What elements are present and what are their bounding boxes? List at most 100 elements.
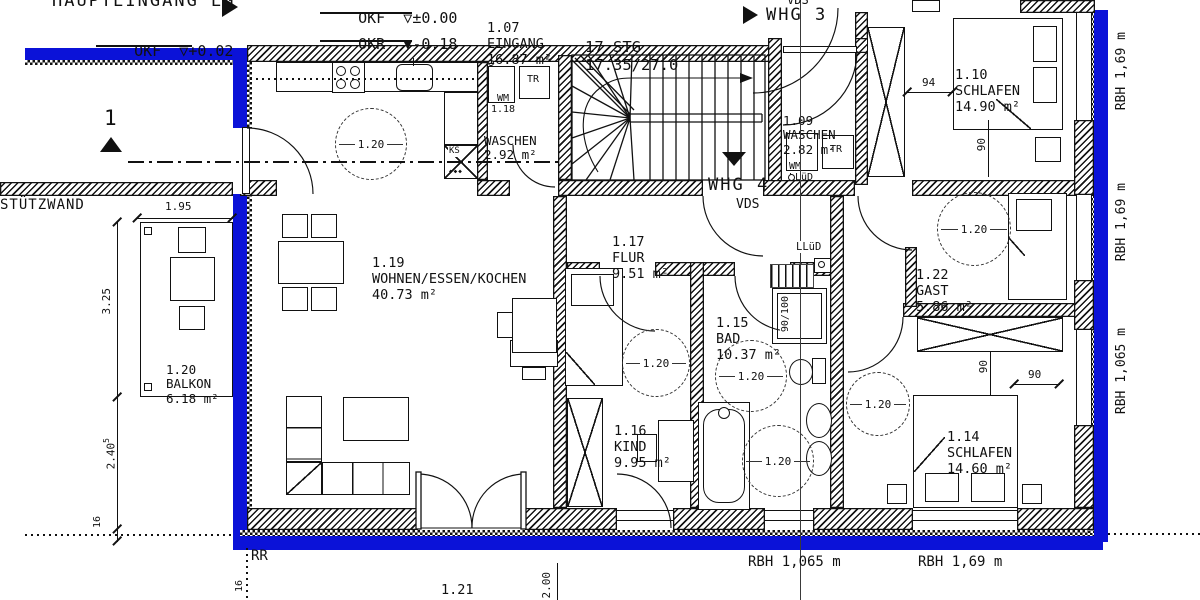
level-marker-open-icon: ▽	[403, 8, 413, 27]
dryer-118	[519, 66, 550, 99]
schlafen14-wardrobe	[917, 317, 1063, 352]
wall-bottom-seg2	[525, 508, 617, 530]
french-door-panel-right	[520, 471, 527, 530]
okf-zero-underline	[320, 12, 412, 14]
tv-board-sub	[522, 367, 546, 380]
exterior-wall-right	[1094, 10, 1108, 542]
wall-stair-right	[768, 38, 782, 185]
stuetzwand-label: STÜTZWAND	[0, 197, 85, 213]
rbh-right-top: RBH 1,69 m	[1114, 32, 1129, 111]
turning-circle-gast: 1.20	[937, 192, 1011, 266]
duct-dot-118	[488, 60, 494, 66]
schlafen14-bed-fold	[914, 437, 945, 472]
door-arc-french-left	[417, 473, 473, 529]
washbasin-1	[806, 403, 832, 438]
wall-mid-seg5	[912, 180, 1094, 196]
retaining-wall-band	[0, 182, 233, 196]
door-arc-bad	[734, 275, 791, 332]
dim-90-s14h: 90	[1026, 368, 1044, 382]
balcony-outline	[140, 222, 233, 397]
gast-bed-fold	[1009, 238, 1025, 256]
schlafen10-pillow-1	[1033, 26, 1057, 62]
okf-entry-label: OKF ▽+0.02	[134, 41, 234, 60]
stair-outline	[571, 54, 766, 181]
dim-line-90-s14h	[1014, 384, 1060, 386]
balcony-post-bottom	[144, 383, 152, 391]
dim-90-s14v: 90	[977, 360, 990, 374]
door-leaf-balcony	[242, 127, 250, 194]
rbh-right-low: RBH 1,065 m	[1114, 328, 1129, 415]
bathtub-faucet	[718, 407, 730, 419]
door-arc-waschen118	[512, 144, 556, 188]
wall-waschen118-left	[477, 62, 488, 180]
door-arc-whg3-entry	[782, 50, 858, 126]
fridge-ks-label: KS	[448, 146, 461, 157]
insulation-strip-bottom	[240, 530, 1100, 536]
bad-duct-hatch	[770, 264, 814, 288]
wall-bottom-seg3	[673, 508, 765, 530]
bad-duct-dot	[818, 261, 825, 268]
wall-right-inner-seg3	[1074, 425, 1094, 508]
door-arc-french-right	[471, 473, 526, 529]
level-marker-open-icon: ▽	[179, 41, 189, 60]
dim-line-90-s10	[988, 120, 990, 177]
schlafen10-wardrobe	[867, 27, 905, 177]
dim-200: 2.00	[540, 572, 553, 599]
wall-bottom-seg4	[813, 508, 913, 530]
kitchen-sink	[396, 64, 433, 91]
door-swing-arcs	[246, 7, 913, 529]
kitchen-tall-unit	[444, 92, 478, 145]
duct-dot-109	[788, 174, 795, 181]
room-label-balkon2: 1.21BALKON 27.82 m²	[441, 581, 506, 600]
terrain-dotted-left	[25, 534, 233, 536]
okf-entry-underline	[96, 45, 192, 47]
vds-whg3-label: VDS	[787, 0, 809, 7]
dim-2405: 2.405	[102, 438, 118, 470]
kind-desk	[658, 420, 694, 482]
wall-waschen109-right	[855, 12, 868, 185]
dim-94: 94	[920, 76, 938, 90]
door-arc-balcony-left	[246, 127, 314, 195]
kind-bed-pillow	[571, 274, 614, 306]
wall-living-kind	[553, 196, 567, 508]
wall-right-inner-seg2	[1074, 280, 1094, 330]
whg3-label: WHG 3	[766, 5, 828, 25]
whg3-arrow-icon	[743, 6, 758, 24]
rbh-bottom-right: RBH 1,69 m	[918, 554, 1003, 570]
dining-chair-4	[311, 287, 337, 311]
dim-195: 1.95	[165, 200, 192, 213]
sofa-corner	[286, 462, 322, 495]
vds-whg4-label: VDS	[736, 197, 760, 212]
wall-gast-left	[905, 247, 917, 307]
dining-chair-3	[282, 287, 308, 311]
turning-circle-bad-upper: 1.20	[715, 340, 787, 412]
kind-wardrobe	[567, 398, 603, 507]
fridge-ks-diamonds: ◆◆◆	[449, 168, 463, 175]
sink-tap	[413, 58, 415, 66]
wall-bad-right	[830, 196, 844, 508]
whg4-arrow-icon	[722, 152, 746, 166]
balcony-table	[170, 257, 215, 301]
window-schlafen14	[913, 510, 1017, 521]
window-bad	[765, 510, 813, 521]
whg4-label: WHG 4	[708, 175, 770, 195]
washing-machine-118	[488, 66, 515, 103]
wall-bottom-seg5	[1017, 508, 1094, 530]
schlafen14-nightstand-1	[887, 484, 907, 504]
dining-chair-1	[282, 214, 308, 238]
terrain-dotted-right	[1108, 533, 1200, 535]
door-arc-schlafen14	[847, 316, 904, 373]
door-arc-kind-terrace	[616, 473, 672, 529]
turning-circle-bad-lower: 1.20	[742, 425, 814, 497]
rbh-bottom-left: RBH 1,065 m	[748, 554, 841, 570]
rbh-right-mid: RBH 1,69 m	[1114, 183, 1129, 262]
